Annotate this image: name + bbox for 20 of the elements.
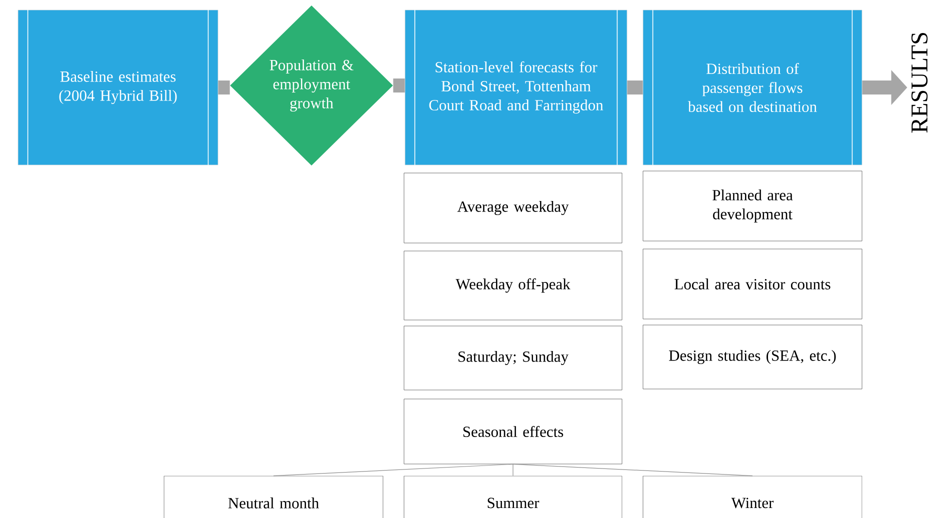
- process-box: Distribution of passenger flows based on destination: [642, 9, 862, 166]
- input-box: Local area visitor counts: [642, 248, 862, 320]
- process-box: Station-level forecasts for Bond Street, Tottenham Court Road and Farringdon: [404, 9, 628, 166]
- process-box: Baseline estimates (2004 Hybrid Bill): [18, 9, 218, 166]
- input-box: Design studies (SEA, etc.): [642, 324, 862, 390]
- connector: [512, 464, 514, 476]
- connector: [273, 464, 514, 476]
- input-box: Saturday; Sunday: [404, 326, 622, 390]
- input-box: Weekday off-peak: [404, 250, 622, 320]
- input-box: Seasonal effects: [404, 398, 622, 464]
- input-box: Summer: [404, 476, 622, 518]
- input-box: Neutral month: [164, 476, 384, 518]
- connector: [627, 80, 643, 94]
- input-box: Average weekday: [404, 172, 622, 244]
- result-label: RESULTS: [911, 33, 928, 133]
- connector: [218, 80, 230, 94]
- connector: [393, 78, 405, 92]
- connector: [512, 464, 753, 476]
- input-box: Planned area development: [642, 170, 862, 242]
- input-box: Winter: [642, 476, 862, 518]
